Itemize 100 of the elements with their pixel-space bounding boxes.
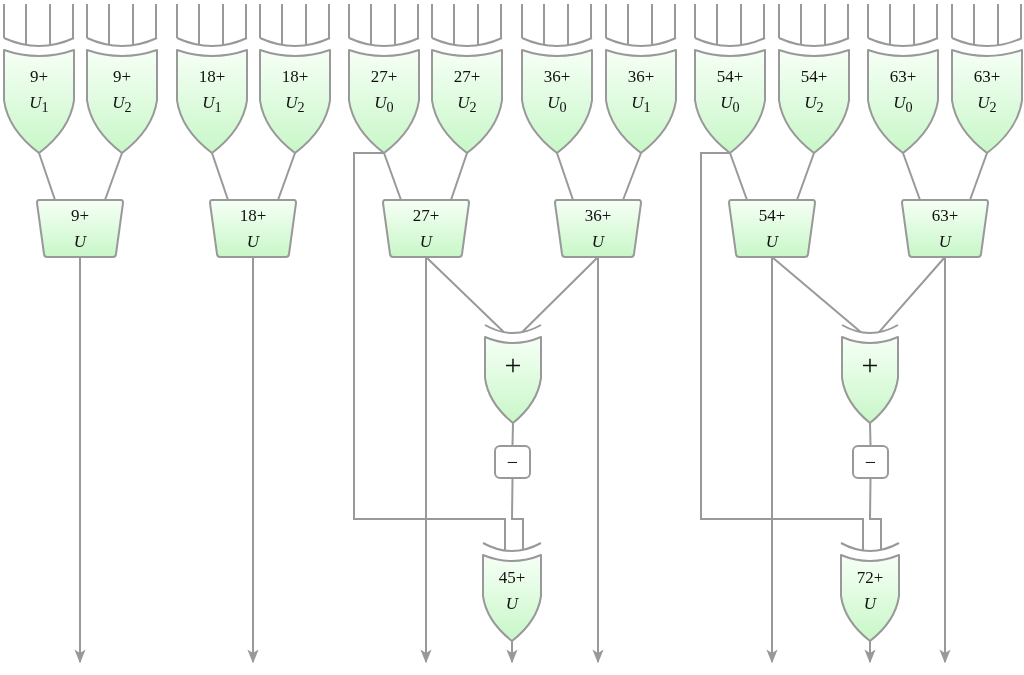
- gate-label: 54+ U: [758, 204, 786, 253]
- adder-gate: [87, 36, 157, 153]
- adder-gate: [432, 36, 502, 153]
- gate-label: 36+ U: [584, 204, 612, 253]
- wire: [867, 3, 869, 39]
- wire: [556, 152, 574, 201]
- wire: [305, 3, 307, 47]
- adder-gate: [349, 36, 419, 153]
- gate-label: −: [506, 452, 519, 472]
- wire: [353, 152, 506, 552]
- output-arrow: [592, 256, 604, 664]
- wire: [38, 152, 56, 201]
- adder-gate: [522, 36, 592, 153]
- wire: [394, 3, 396, 47]
- wire: [763, 3, 765, 40]
- wire: [913, 3, 915, 47]
- wire: [729, 152, 748, 201]
- wire: [425, 256, 505, 334]
- wire: [511, 422, 514, 446]
- gate-label: 63+ U: [931, 204, 959, 253]
- output-arrow: [864, 640, 876, 664]
- merge-block: [210, 200, 296, 257]
- wire: [716, 3, 718, 46]
- gate-label: 9+ U$_{1}$: [29, 65, 49, 118]
- wire: [222, 3, 224, 47]
- output-arrow: [247, 256, 259, 664]
- gate-label: +: [861, 350, 879, 380]
- wire: [847, 3, 849, 40]
- adder-gate: [483, 541, 541, 641]
- wire: [521, 256, 599, 334]
- merge-block: [37, 200, 123, 257]
- output-arrow: [506, 640, 518, 664]
- gate-label: 63+ U$_{2}$: [973, 65, 1001, 118]
- output-arrow: [939, 256, 951, 664]
- wire: [969, 152, 988, 201]
- adder-gate: [260, 36, 330, 153]
- merge-block: [729, 200, 815, 257]
- wire: [245, 3, 247, 40]
- gate-label: 9+ U: [70, 204, 90, 253]
- wire: [132, 3, 134, 47]
- gate-label: 27+ U$_{0}$: [370, 65, 398, 118]
- negate-box: [494, 445, 531, 479]
- wire: [49, 3, 51, 47]
- wire: [778, 3, 780, 39]
- wire: [328, 3, 330, 40]
- wire: [605, 3, 607, 39]
- adder-gate: [842, 323, 898, 423]
- gate-label: 36+ U$_{0}$: [543, 65, 571, 118]
- wire: [450, 152, 468, 201]
- wire: [500, 3, 502, 40]
- output-arrow: [766, 256, 778, 664]
- wire: [878, 256, 946, 334]
- gate-label: 36+ U$_{1}$: [627, 65, 655, 118]
- wire: [700, 152, 864, 552]
- wire: [951, 3, 953, 39]
- adder-gate: [485, 323, 541, 423]
- wire: [453, 3, 455, 46]
- wire: [417, 3, 419, 40]
- gate-label: −: [864, 452, 877, 472]
- wire: [651, 3, 653, 47]
- gate-label: 63+ U$_{0}$: [889, 65, 917, 118]
- wire: [771, 256, 862, 334]
- adder-gate: [952, 36, 1022, 153]
- gate-label: 45+ U: [498, 567, 526, 615]
- adder-gate: [695, 36, 765, 153]
- wire: [25, 3, 27, 46]
- wire: [370, 3, 372, 46]
- wire: [198, 3, 200, 46]
- wire: [973, 3, 975, 46]
- wire: [567, 3, 569, 47]
- wire: [694, 3, 696, 39]
- wire: [936, 3, 938, 40]
- wire: [627, 3, 629, 46]
- merge-block: [902, 200, 988, 257]
- gate-label: +: [504, 350, 522, 380]
- wire: [176, 3, 178, 39]
- gate-label: 9+ U$_{2}$: [112, 65, 132, 118]
- wire: [543, 3, 545, 46]
- adder-gate: [841, 541, 899, 641]
- adder-gate: [177, 36, 247, 153]
- wire: [740, 3, 742, 47]
- wire: [104, 152, 123, 201]
- gate-label: 72+ U: [856, 567, 884, 615]
- adder-gate: [779, 36, 849, 153]
- wire: [869, 422, 872, 446]
- wire: [824, 3, 826, 47]
- wire: [348, 3, 350, 39]
- wire: [800, 3, 802, 46]
- adder-gate: [4, 36, 74, 153]
- merge-block: [383, 200, 469, 257]
- wire: [674, 3, 676, 40]
- merge-block: [555, 200, 641, 257]
- wire: [277, 152, 296, 201]
- wire: [902, 152, 921, 201]
- gate-label: 54+ U$_{0}$: [716, 65, 744, 118]
- wire: [869, 478, 882, 551]
- output-arrow: [74, 256, 86, 664]
- wire: [622, 152, 642, 201]
- wire: [281, 3, 283, 46]
- adder-gate: [606, 36, 676, 153]
